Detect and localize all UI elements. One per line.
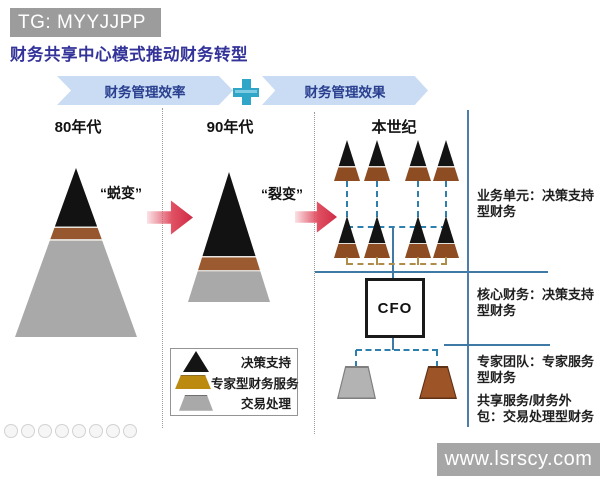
plus-icon — [233, 79, 259, 105]
transform-arrow-icon-1 — [147, 200, 193, 235]
tan-stub-3 — [417, 257, 419, 265]
page-title: 财务共享中心模式推动财务转型 — [10, 46, 248, 64]
shared-services-trapezoid — [337, 366, 376, 399]
tan-stub-4 — [445, 257, 447, 265]
cfo-up-line — [392, 227, 394, 278]
unit-connector-dash-3 — [417, 181, 419, 217]
legend-row-expert: 专家型财务服务 — [175, 372, 299, 393]
annotation-divider-vertical — [467, 110, 469, 427]
annotation-shared-services: 共享服务/财务外包：交易处理型财务 — [477, 393, 595, 424]
unit-connector-dash-1 — [346, 181, 348, 217]
tg-watermark-banner: TG: MYYJJPP — [10, 8, 161, 37]
business-unit-triangle — [364, 140, 390, 181]
era-label-80s: 80年代 — [54, 119, 102, 136]
branch-dash-right — [436, 350, 438, 367]
legend-row-transaction: 交易处理 — [175, 393, 291, 414]
core-finance-triangle — [334, 216, 360, 258]
pyramid-90s — [188, 172, 270, 302]
core-finance-triangle — [405, 216, 431, 258]
cfo-down-line — [392, 338, 394, 350]
annotation-business-unit: 业务单元：决策支持型财务 — [477, 188, 595, 219]
tan-stub-1 — [346, 257, 348, 265]
branch-dash-left — [355, 350, 357, 367]
cfo-branch-dash-line — [356, 349, 438, 351]
section-divider-expert — [444, 344, 550, 346]
site-watermark: www.lsrscy.com — [437, 443, 600, 476]
column-divider-1 — [162, 108, 163, 428]
flow-banner-effect-label: 财务管理效果 — [304, 84, 386, 100]
era-label-90s: 90年代 — [206, 119, 254, 136]
business-unit-triangle — [334, 140, 360, 181]
unit-connector-dash-2 — [376, 181, 378, 217]
core-finance-triangle — [433, 216, 459, 258]
annotation-core-finance: 核心财务：决策支持型财务 — [477, 287, 595, 318]
legend-row-decision: 决策支持 — [175, 351, 291, 372]
fission-label: “裂变” — [261, 186, 303, 202]
annotation-expert-team: 专家团队：专家服务型财务 — [477, 354, 595, 385]
legend-label-decision: 决策支持 — [240, 356, 291, 370]
era-label-century: 本世纪 — [371, 119, 417, 136]
tan-stub-2 — [376, 257, 378, 265]
transform-arrow-icon-2 — [295, 201, 337, 233]
gold-trapezoid-icon — [175, 375, 211, 390]
metamorphosis-label: “蜕变” — [100, 185, 142, 201]
gray-trapezoid-icon — [179, 394, 213, 411]
column-divider-2 — [314, 112, 315, 434]
flow-banner-efficiency: 财务管理效率 — [57, 76, 233, 105]
cfo-box: CFO — [365, 278, 425, 338]
legend-label-expert: 专家型财务服务 — [211, 376, 299, 391]
business-unit-triangle — [433, 140, 459, 181]
unit-bus-dash-line — [347, 226, 447, 228]
black-triangle-icon — [183, 351, 209, 372]
unit-connector-dash-4 — [445, 181, 447, 217]
flow-banner-effect: 财务管理效果 — [262, 76, 428, 105]
legend-label-transaction: 交易处理 — [240, 397, 291, 412]
legend-box: 决策支持 专家型财务服务 交易处理 — [170, 348, 299, 416]
business-unit-triangle — [405, 140, 431, 181]
expert-team-trapezoid — [419, 366, 457, 399]
section-divider-core — [315, 271, 548, 273]
flow-banner-efficiency-label: 财务管理效率 — [104, 84, 186, 100]
core-finance-triangle — [364, 216, 390, 258]
tan-bus-dash-line — [347, 263, 447, 265]
social-icons-watermark — [4, 424, 137, 438]
